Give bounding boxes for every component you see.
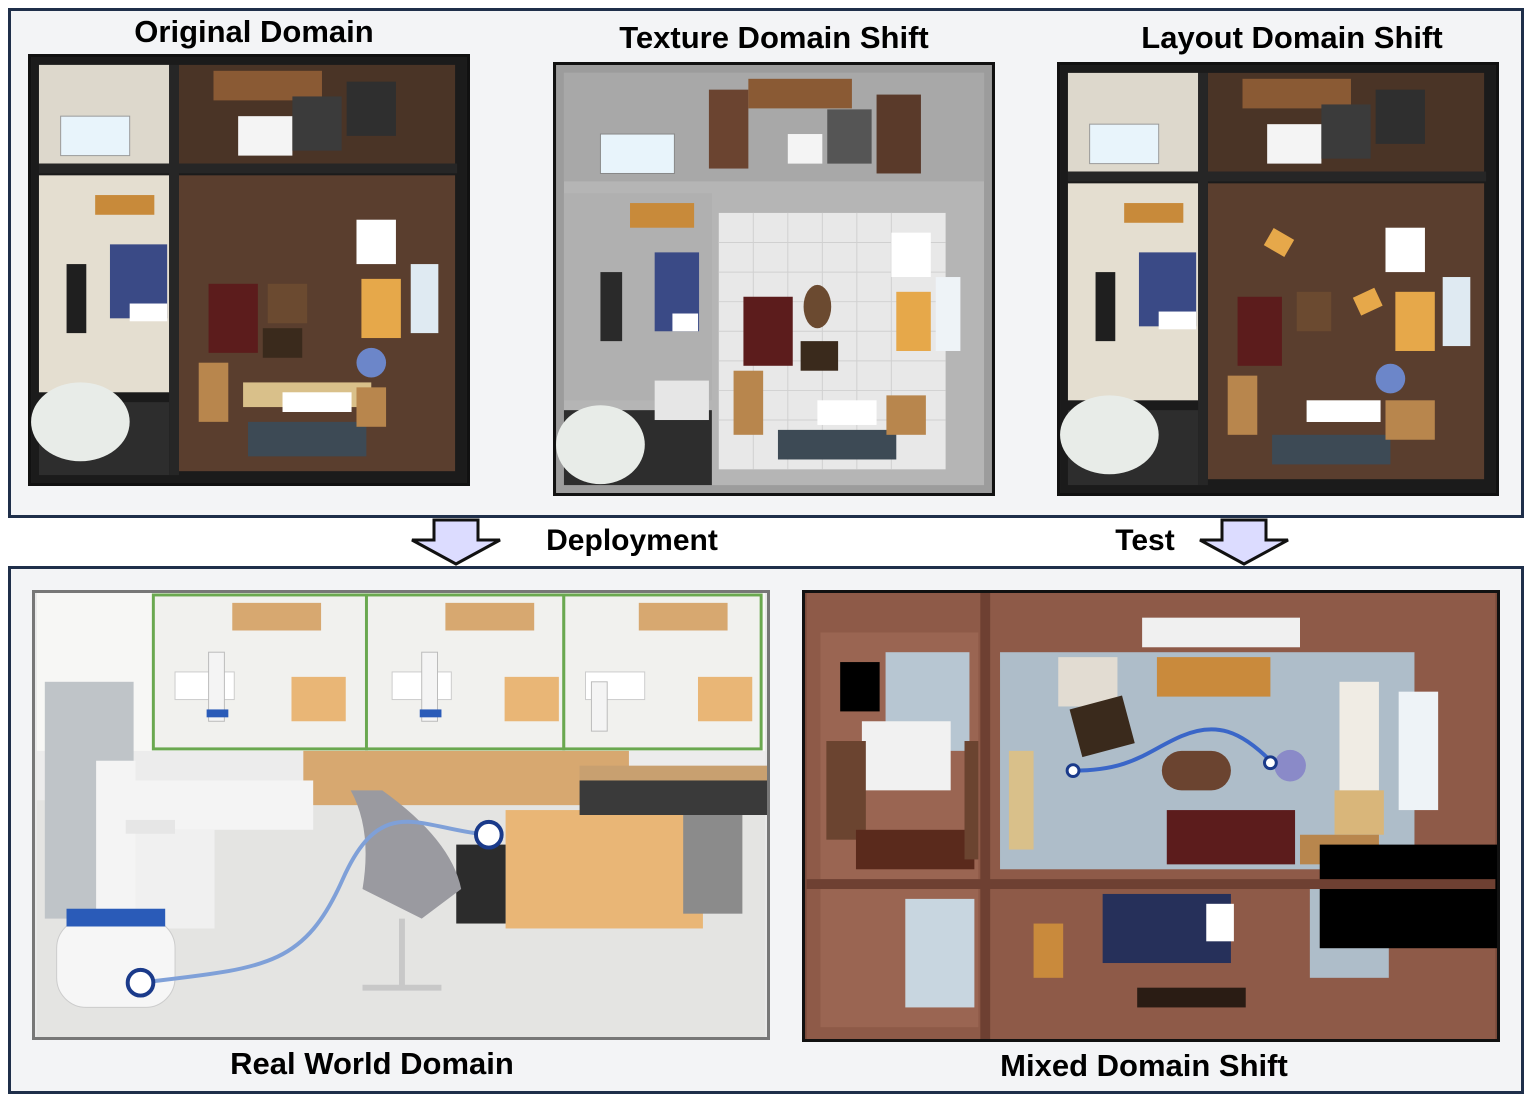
real-world-photo bbox=[36, 593, 767, 1037]
deployment-arrow-icon bbox=[411, 518, 501, 566]
original-floorplan bbox=[31, 57, 467, 483]
layout-domain-shift-scene bbox=[1057, 62, 1499, 496]
real-world-domain-scene bbox=[32, 590, 770, 1040]
label-test: Test bbox=[1115, 524, 1175, 557]
inset-frames bbox=[151, 593, 763, 751]
label-mixed-domain-shift: Mixed Domain Shift bbox=[1000, 1048, 1288, 1083]
label-deployment: Deployment bbox=[546, 524, 718, 557]
label-layout-domain-shift: Layout Domain Shift bbox=[1141, 20, 1443, 55]
label-original-domain: Original Domain bbox=[134, 14, 374, 49]
label-real-world-domain: Real World Domain bbox=[230, 1046, 514, 1081]
texture-floorplan bbox=[556, 65, 992, 493]
label-texture-domain-shift: Texture Domain Shift bbox=[619, 20, 929, 55]
test-arrow-icon bbox=[1199, 518, 1289, 566]
original-domain-scene bbox=[28, 54, 470, 486]
mixed-floorplan bbox=[806, 593, 1497, 1039]
layout-floorplan bbox=[1060, 65, 1496, 493]
texture-domain-shift-scene bbox=[553, 62, 995, 496]
mixed-domain-shift-scene bbox=[802, 590, 1500, 1042]
